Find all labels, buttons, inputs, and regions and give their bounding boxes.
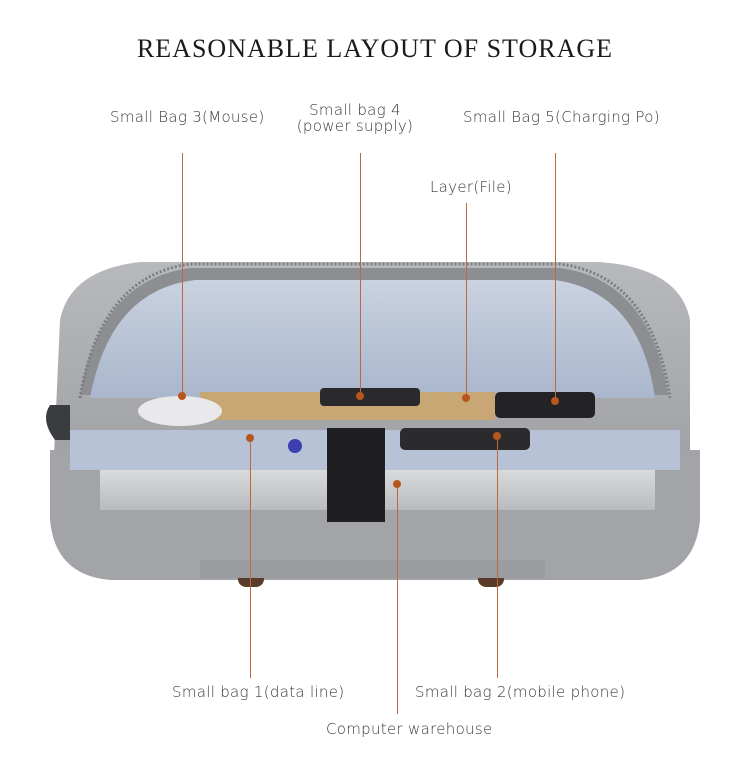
- leader-line-bag4: [360, 153, 361, 396]
- leader-dot-bag2: [493, 432, 501, 440]
- bag-base-edge: [200, 560, 545, 578]
- leader-dot-bag4: [356, 392, 364, 400]
- callout-small-bag-4-label: Small bag 4 (power supply): [296, 102, 414, 134]
- callout-small-bag-4-line1: Small bag 4: [309, 101, 401, 119]
- phone: [400, 428, 530, 450]
- page-title: REASONABLE LAYOUT OF STORAGE: [136, 34, 614, 63]
- strap: [327, 428, 385, 522]
- callout-layer-label: Layer(File): [430, 178, 512, 196]
- callout-small-bag-4-line2: (power supply): [296, 117, 414, 135]
- charging-pouch: [495, 392, 595, 418]
- leader-line-bag3: [182, 153, 183, 396]
- mouse: [138, 396, 222, 426]
- power-supply: [320, 388, 420, 406]
- leader-dot-bag3: [178, 392, 186, 400]
- side-handle: [46, 405, 70, 440]
- leader-line-layer: [466, 203, 467, 396]
- zipper: [78, 262, 672, 399]
- lining-back: [90, 280, 655, 398]
- leader-dot-layer: [462, 394, 470, 402]
- callout-small-bag-1-label: Small bag 1(data line): [172, 683, 345, 701]
- leader-dot-computer: [393, 480, 401, 488]
- callout-small-bag-5-label: Small Bag 5(Charging Po): [463, 108, 660, 126]
- leader-line-bag1: [250, 438, 251, 678]
- leader-line-bag2: [497, 436, 498, 678]
- leader-line-computer: [397, 484, 398, 714]
- leader-dot-bag1: [246, 434, 254, 442]
- leader-dot-bag5: [551, 397, 559, 405]
- callout-small-bag-2-label: Small bag 2(mobile phone): [415, 683, 626, 701]
- cable-end: [288, 439, 302, 453]
- callout-computer-label: Computer warehouse: [326, 720, 493, 738]
- callout-small-bag-3-label: Small Bag 3(Mouse): [110, 108, 265, 126]
- leader-line-bag5: [555, 153, 556, 400]
